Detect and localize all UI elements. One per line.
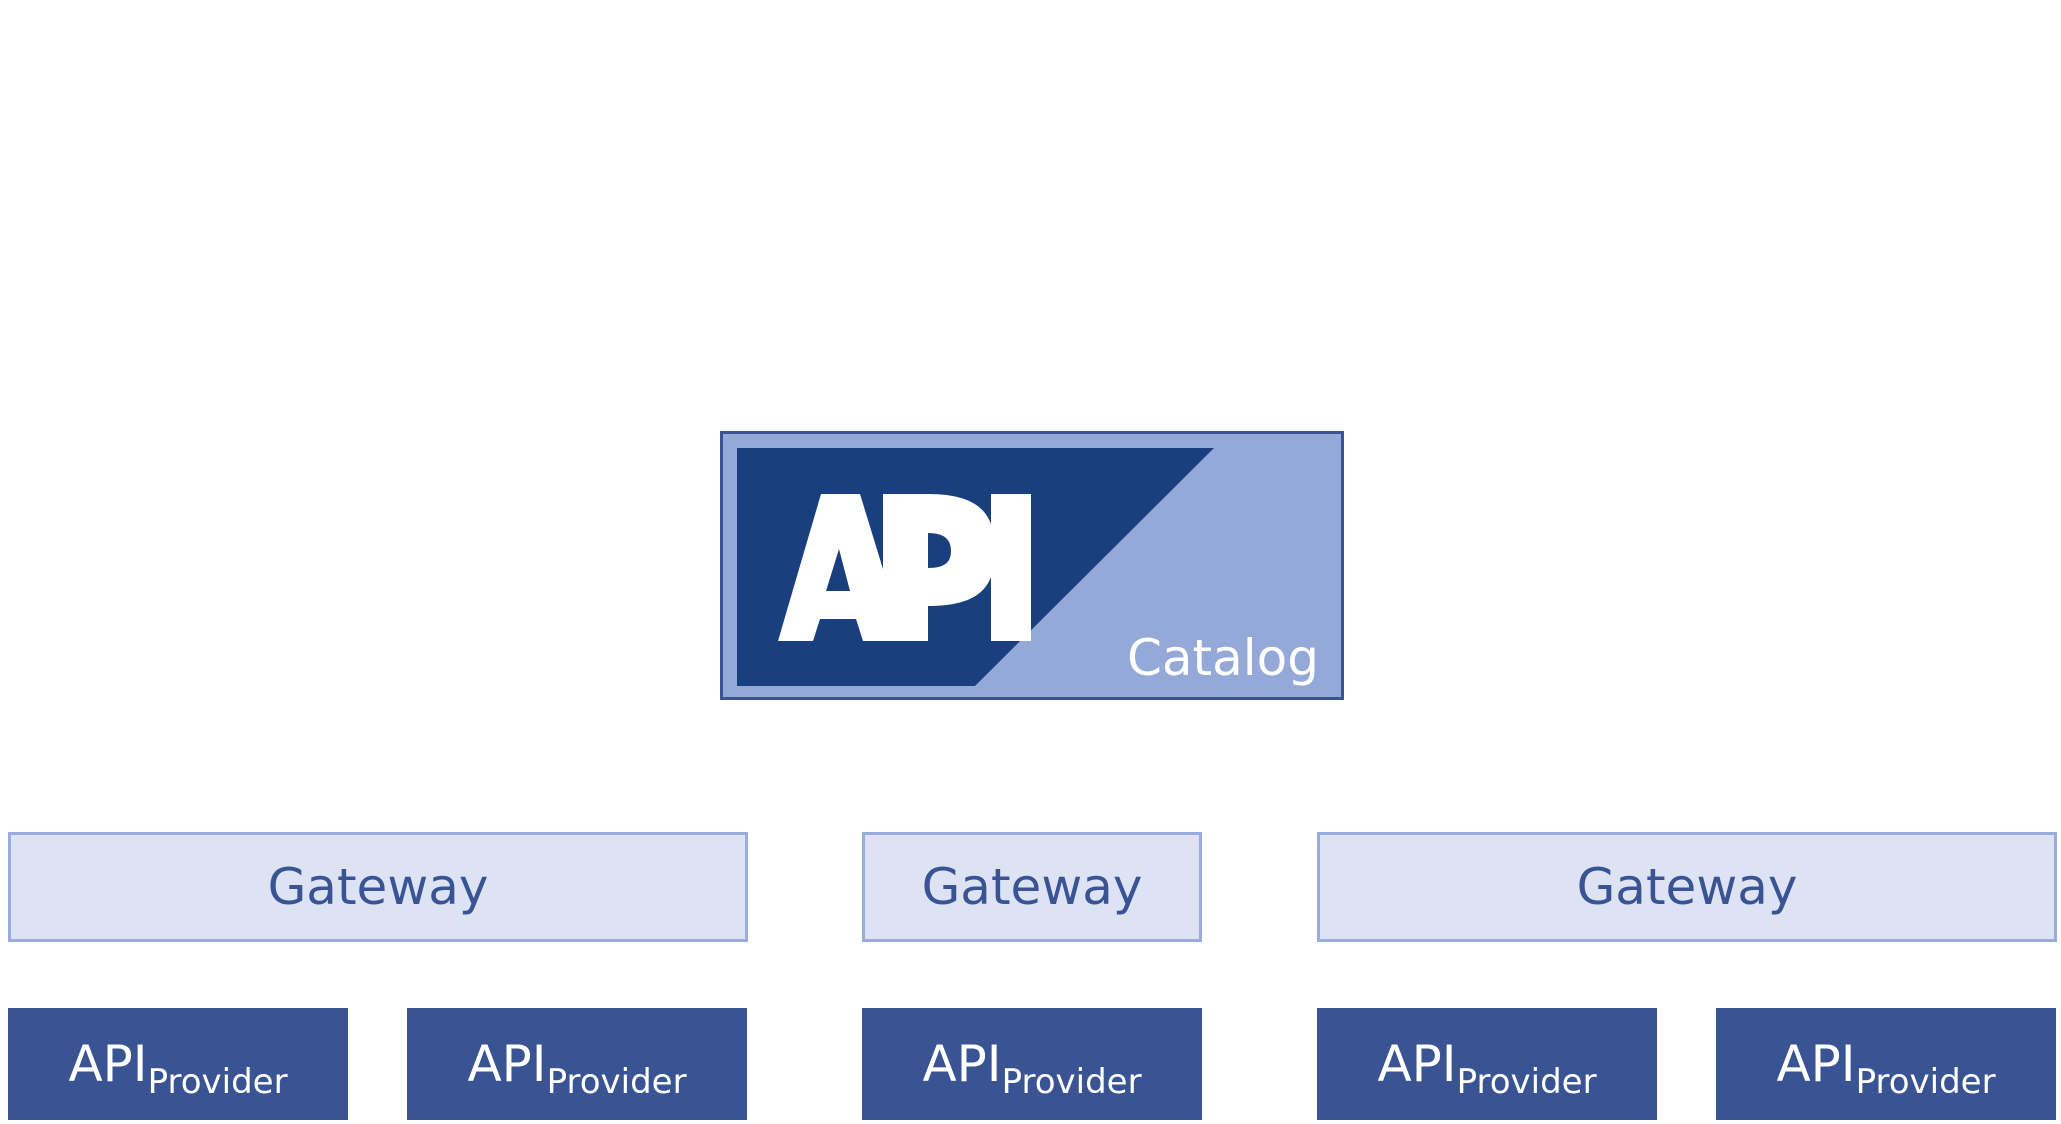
- provider-sub: Provider: [1001, 1062, 1142, 1102]
- provider-sub: Provider: [147, 1062, 288, 1102]
- api-catalog-graphic: [737, 448, 1214, 686]
- provider-main: API: [922, 1035, 1002, 1093]
- provider-main: API: [68, 1035, 148, 1093]
- provider-main: API: [1776, 1035, 1856, 1093]
- provider-main: API: [1377, 1035, 1457, 1093]
- gateway-label: Gateway: [921, 858, 1143, 916]
- provider-sub: Provider: [546, 1062, 687, 1102]
- gateway-label: Gateway: [1576, 858, 1798, 916]
- api-catalog-logo: Catalog: [720, 431, 1344, 700]
- provider-main: API: [467, 1035, 547, 1093]
- provider-sub: Provider: [1456, 1062, 1597, 1102]
- gateway-2: Gateway: [862, 832, 1202, 942]
- gateway-3: Gateway: [1317, 832, 2057, 942]
- logo-letter-i: [991, 494, 1031, 641]
- gateway-label: Gateway: [267, 858, 489, 916]
- logo-letter-p: [883, 494, 995, 641]
- catalog-label: Catalog: [1126, 629, 1319, 687]
- gateway-1: Gateway: [8, 832, 748, 942]
- provider-sub: Provider: [1855, 1062, 1996, 1102]
- logo-letter-a: [778, 494, 905, 641]
